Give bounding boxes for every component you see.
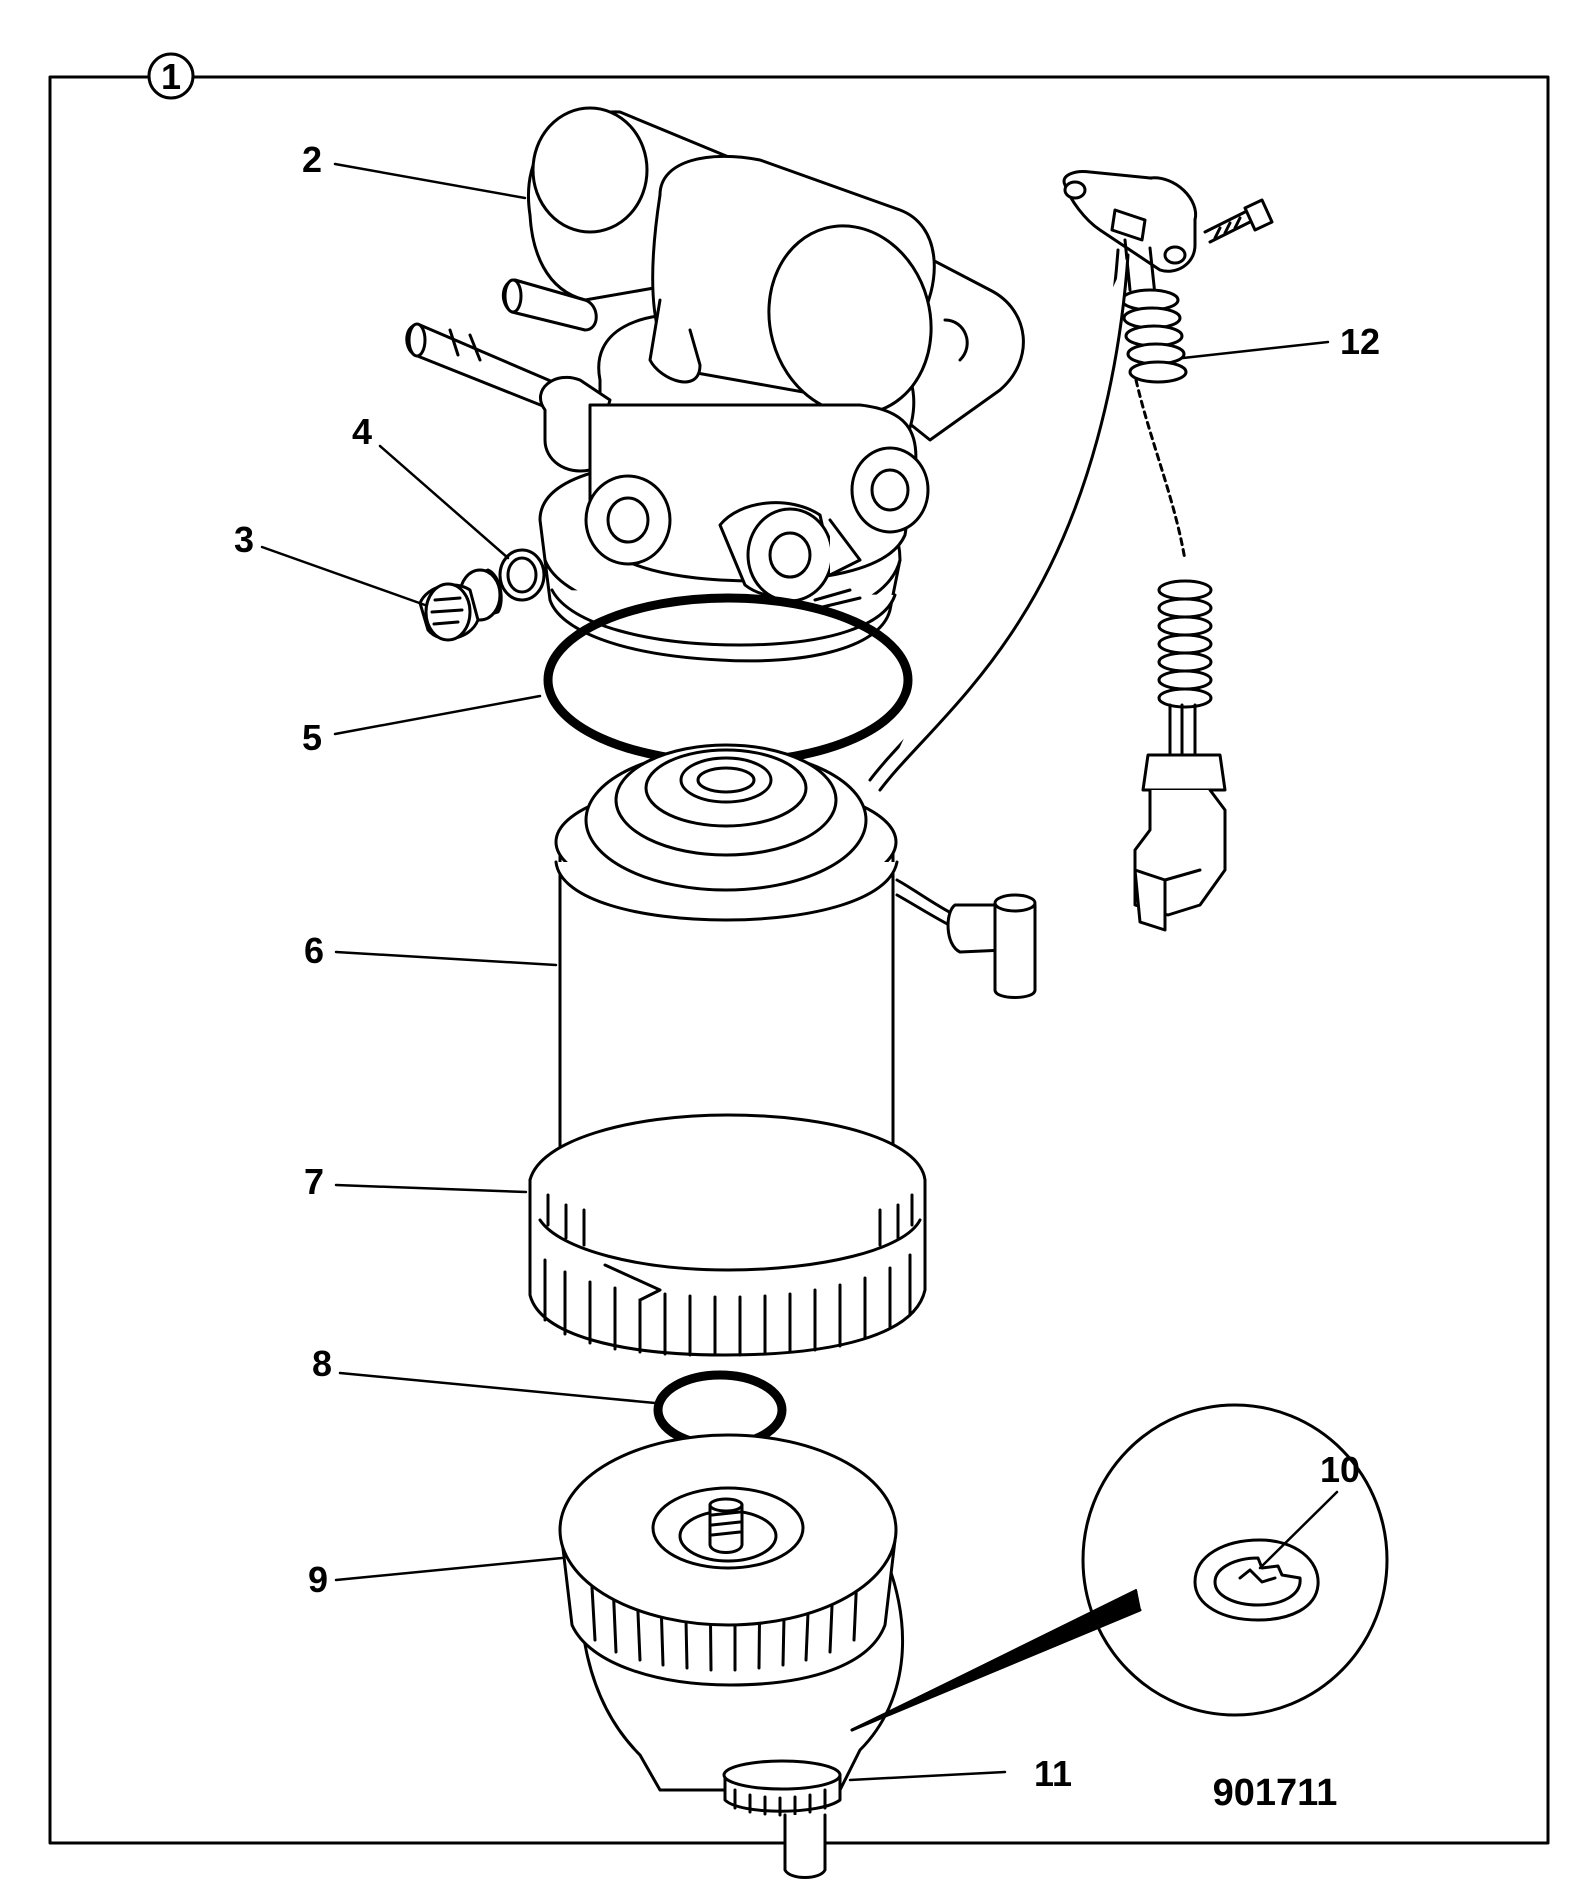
callout-12: 12 [1340,321,1380,362]
callout-8: 8 [312,1343,332,1384]
callout-11: 11 [1034,1753,1072,1794]
part-3-bleed-screw [418,568,503,642]
callout-4: 4 [352,411,372,452]
detail-view-circle [850,1403,1389,1732]
callout-2: 2 [302,139,322,180]
callout-5: 5 [302,717,322,758]
part-4-washer [498,548,546,602]
callout-3: 3 [234,519,254,560]
part-7-retaining-ring [528,1113,927,1357]
leader-lines [260,162,1339,1782]
figure-reference-code: 901711 [1213,1772,1338,1814]
index-badge-label: 1 [161,56,181,97]
part-2-filter-head [405,106,1025,663]
callout-7: 7 [304,1161,324,1202]
part-9-bowl [558,1433,905,1792]
part-12-sensor-harness [868,170,1274,932]
callout-labels: 2 3 4 5 6 7 8 9 10 11 12 [234,139,1380,1794]
part-6-water-sensor-probe [895,878,1037,999]
index-badge: 1 [147,52,195,100]
part-11-drain-plug [722,1759,842,1879]
callout-10: 10 [1320,1449,1360,1490]
part-10-clip [1193,1538,1320,1622]
callout-6: 6 [304,930,324,971]
callout-9: 9 [308,1559,328,1600]
